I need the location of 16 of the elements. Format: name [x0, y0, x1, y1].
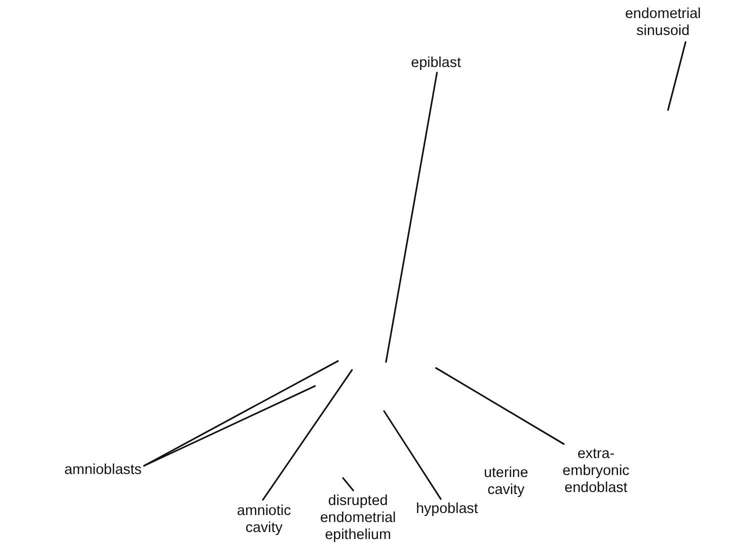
leader-line: [385, 72, 438, 363]
part-label: epiblast: [411, 54, 461, 72]
leader-line: [383, 410, 442, 500]
part-label: uterine cavity: [482, 464, 530, 498]
part-label: amniotic cavity: [236, 502, 292, 536]
leader-line: [143, 385, 316, 467]
part-label: hypoblast: [416, 500, 478, 518]
leader-line: [262, 369, 353, 501]
part-label: amnioblasts: [64, 462, 142, 478]
leader-line: [143, 360, 339, 467]
part-label: extra-embryonic endoblast: [561, 446, 631, 496]
leader-line: [667, 41, 686, 111]
part-label: disrupted endometrial epithelium: [318, 492, 398, 544]
leader-line: [342, 477, 354, 492]
leader-line: [435, 367, 565, 445]
part-label: endometrial sinusoid: [624, 6, 702, 40]
